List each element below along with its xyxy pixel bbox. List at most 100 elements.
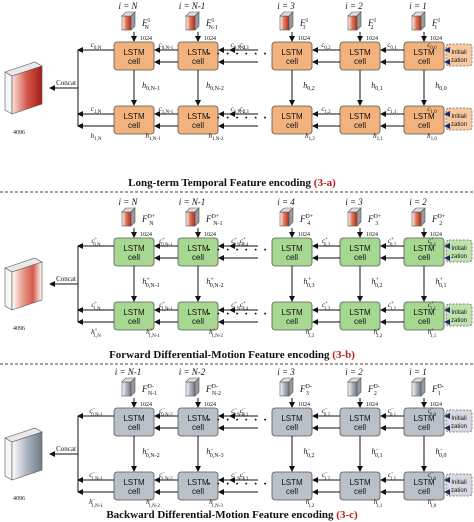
feature-vector-icon bbox=[347, 11, 362, 31]
h0-label: h0,1 bbox=[371, 81, 383, 92]
dim-label: 1024 bbox=[298, 232, 310, 238]
init-label-bottom: zation bbox=[451, 122, 467, 128]
output-dim-label: 4096 bbox=[13, 130, 25, 136]
cell-label-bottom: cell bbox=[192, 487, 204, 496]
cell-label-top: LSTM bbox=[123, 478, 145, 487]
c1-label: c+1,2 bbox=[388, 301, 397, 312]
panel-caption: Long-term Temporal Feature encoding (3-a… bbox=[128, 177, 336, 189]
c0-label: c+0,N-1 bbox=[159, 237, 173, 248]
concat-label: Concat bbox=[56, 445, 76, 453]
c0-label: c−0,2 bbox=[322, 407, 331, 418]
feature-label: FD-N-1 bbox=[141, 384, 157, 397]
cell-label-top: LSTM bbox=[413, 414, 435, 423]
c0-label: c0,2 bbox=[321, 41, 331, 51]
h0-label: h0,2 bbox=[303, 81, 315, 92]
cell-label-top: LSTM bbox=[349, 112, 371, 121]
cell-label-bottom: cell bbox=[286, 487, 298, 496]
init-label-bottom: zation bbox=[451, 488, 467, 494]
feature-vector-icon bbox=[347, 207, 362, 227]
init-label-top: Initiali bbox=[451, 246, 466, 252]
h1-label: h1,2 bbox=[305, 132, 315, 142]
feature-vector-icon bbox=[411, 377, 426, 397]
feature-label: FD+2 bbox=[431, 214, 446, 227]
frame-index: i = 1 bbox=[409, 1, 427, 11]
frame-index: i = 4 bbox=[277, 197, 295, 207]
cell-label-top: LSTM bbox=[123, 244, 145, 253]
cell-label-bottom: cell bbox=[192, 423, 204, 432]
feature-label: FD-3 bbox=[299, 384, 312, 397]
c0-label: c−0,0 bbox=[428, 407, 437, 418]
panel-caption: Forward Differential-Motion Feature enco… bbox=[109, 349, 355, 361]
cell-label-bottom: cell bbox=[354, 57, 366, 66]
h1-label: h−1,N-2 bbox=[146, 498, 160, 509]
feature-label: FD+N bbox=[141, 214, 156, 227]
dim-label: 1024 bbox=[140, 36, 152, 42]
h1-label: h1,0 bbox=[427, 132, 437, 142]
frame-index: i = N bbox=[118, 1, 138, 11]
feature-vector-icon bbox=[411, 11, 426, 31]
c1-label: c+1,3 bbox=[322, 301, 331, 312]
feature-label: FD-2 bbox=[367, 384, 380, 397]
feature-vector-icon bbox=[121, 207, 136, 227]
h0-label: h−0,1 bbox=[372, 447, 383, 459]
frame-index: i = N bbox=[118, 197, 138, 207]
feature-label: FD-N-2 bbox=[205, 384, 221, 397]
c1-label: c+1,4 bbox=[240, 301, 249, 312]
feature-label: FD-1 bbox=[431, 384, 444, 397]
dim-label: 1024 bbox=[430, 402, 442, 408]
cell-label-bottom: cell bbox=[192, 253, 204, 262]
cell-label-top: LSTM bbox=[281, 244, 303, 253]
feature-vector-icon bbox=[279, 377, 294, 397]
init-label-top: Initiali bbox=[451, 114, 466, 120]
c1-label: c+1,N bbox=[91, 301, 101, 312]
c1-label: c1,1 bbox=[387, 105, 397, 115]
dim-label: 1024 bbox=[204, 36, 216, 42]
dim-label: 1024 bbox=[204, 402, 216, 408]
feature-vector-icon bbox=[279, 207, 294, 227]
c1-label: c−1,1 bbox=[388, 471, 397, 482]
h0-label: h+0,3 bbox=[304, 277, 315, 289]
feature-label: FD+N-1 bbox=[205, 214, 223, 227]
h1-label: h+1,N bbox=[91, 328, 101, 339]
feature-vector-icon bbox=[185, 11, 200, 31]
output-dim-label: 4096 bbox=[13, 496, 25, 502]
cell-label-top: LSTM bbox=[281, 48, 303, 57]
panel-caption: Backward Differential-Motion Feature enc… bbox=[106, 509, 358, 521]
cell-label-bottom: cell bbox=[192, 57, 204, 66]
feature-vector-icon bbox=[279, 11, 294, 31]
cell-label-bottom: cell bbox=[354, 487, 366, 496]
c0-label: c0,N bbox=[91, 41, 102, 51]
cell-label-bottom: cell bbox=[128, 317, 140, 326]
feature-label: FD+4 bbox=[299, 214, 314, 227]
init-label-bottom: zation bbox=[451, 254, 467, 260]
h0-label: h−0,2 bbox=[304, 447, 315, 459]
output-dim-label: 4096 bbox=[13, 326, 25, 332]
cell-label-bottom: cell bbox=[418, 57, 430, 66]
dim-label: 1024 bbox=[366, 402, 378, 408]
cell-label-bottom: cell bbox=[192, 317, 204, 326]
cell-label-bottom: cell bbox=[354, 253, 366, 262]
dim-label: 1024 bbox=[366, 36, 378, 42]
h1-label: h1,N-1 bbox=[145, 132, 161, 142]
dim-label: 1024 bbox=[298, 402, 310, 408]
